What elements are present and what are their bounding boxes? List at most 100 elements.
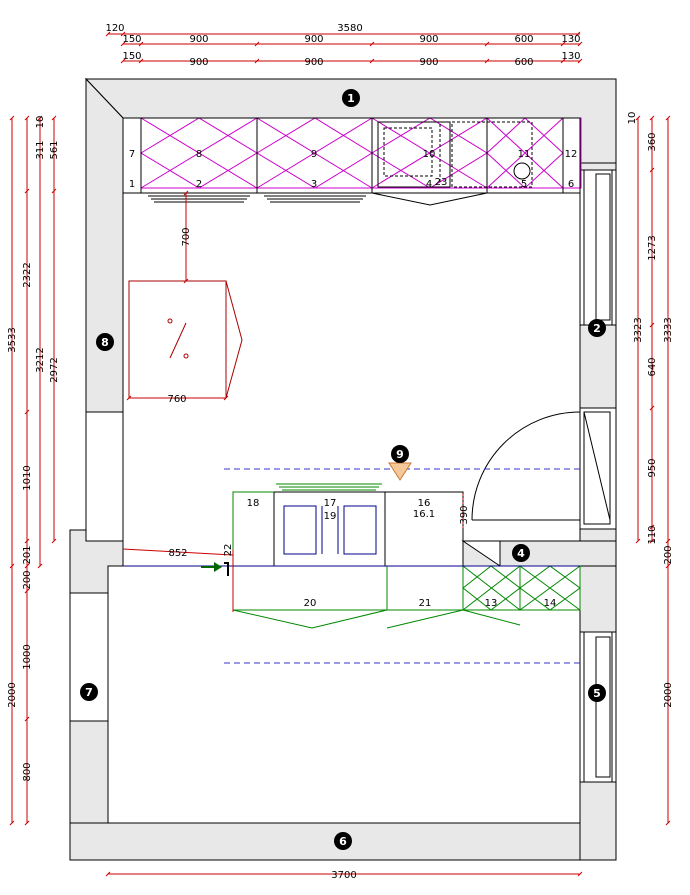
svg-text:900: 900 (304, 57, 323, 68)
sink-area (451, 121, 533, 188)
svg-text:600: 600 (514, 34, 533, 45)
wall-marker-4: 4 (512, 544, 530, 562)
table-extension (225, 280, 243, 399)
door-right-arc (471, 411, 581, 521)
svg-text:2322: 2322 (22, 262, 33, 287)
cabinet-label: 7 (129, 149, 135, 160)
svg-text:2972: 2972 (49, 357, 60, 382)
island-base-swing-21 (386, 609, 521, 629)
svg-text:900: 900 (419, 34, 438, 45)
cabinet-label: 4 (426, 179, 432, 190)
cabinet-label: 20 (304, 598, 317, 609)
dim-top-offset: 120 (105, 23, 124, 34)
oven-1 (283, 505, 317, 555)
wall-marker-2: 2 (588, 319, 606, 337)
svg-text:200: 200 (663, 545, 674, 564)
svg-text:311: 311 (35, 140, 46, 159)
svg-text:900: 900 (189, 34, 208, 45)
wall-left-upper (85, 77, 124, 413)
svg-text:2: 2 (593, 322, 601, 335)
cabinet-label: 11 (518, 149, 531, 160)
wall-marker-5: 5 (588, 684, 606, 702)
island-base-swing-20 (232, 609, 388, 629)
wall-marker-1: 1 (342, 89, 360, 107)
dim-table-width: 760 (167, 394, 186, 405)
svg-text:900: 900 (304, 34, 323, 45)
svg-text:360: 360 (647, 132, 658, 151)
dim-small-390: 390 (459, 505, 470, 524)
cabinet-label: 2 (196, 179, 202, 190)
wall-markers: 1 2 4 5 6 7 8 9 (80, 89, 606, 850)
cabinet-labels: 7 8 9 10 11 12 1 2 3 4 23 5 6 18 17 19 1… (129, 149, 578, 609)
upper-cabinet-row (140, 117, 582, 189)
svg-text:2000: 2000 (663, 682, 674, 707)
cabinet-label: 16.1 (413, 509, 435, 520)
svg-text:201: 201 (22, 545, 33, 564)
window-right-lower (583, 631, 613, 783)
svg-text:900: 900 (189, 57, 208, 68)
wall-right-seg-2 (579, 528, 617, 542)
island-cabinet-14-cross (519, 565, 581, 611)
svg-text:7: 7 (85, 686, 93, 699)
upper-cabinets (140, 117, 582, 189)
cabinet-label: 5 (521, 179, 527, 190)
drawer-lines-2 (148, 195, 250, 203)
svg-text:800: 800 (22, 762, 33, 781)
svg-text:3212: 3212 (35, 347, 46, 372)
svg-text:4: 4 (517, 547, 525, 560)
svg-text:110: 110 (647, 525, 658, 544)
dim-small-22: 22 (223, 544, 234, 557)
cabinet-label: 10 (423, 149, 436, 160)
dim-right-10: 10 (627, 112, 638, 125)
svg-text:130: 130 (561, 34, 580, 45)
window-right-lower-pane (595, 636, 611, 778)
fridge-door-swing (371, 192, 488, 206)
svg-text:3323: 3323 (633, 317, 644, 342)
cabinet-label: 8 (196, 149, 202, 160)
cabinet-label: 16 (418, 498, 431, 509)
svg-text:1273: 1273 (647, 235, 658, 260)
dim-left-3533: 3533 (7, 327, 18, 352)
window-right-upper-pane (595, 173, 611, 321)
svg-text:5: 5 (593, 687, 601, 700)
base-cabinets-top (122, 117, 581, 206)
wall-right-seg-4 (579, 781, 617, 861)
svg-text:9: 9 (396, 448, 404, 461)
oven-2 (343, 505, 377, 555)
door-right-leaf (583, 411, 611, 525)
cabinet-label: 23 (435, 177, 448, 188)
wall-right-window-frame-2 (579, 631, 617, 783)
dim-top-row1: 150 (122, 34, 141, 45)
svg-text:1010: 1010 (22, 465, 33, 490)
wall-right-upper (579, 162, 617, 171)
wall-left-mid (85, 411, 124, 542)
wall-marker-8: 8 (96, 333, 114, 351)
cabinet-label: 17 (324, 498, 337, 509)
svg-text:640: 640 (647, 357, 658, 376)
dim-top-total: 3580 (337, 23, 362, 34)
walls (69, 77, 617, 861)
entry-arrow (201, 562, 229, 576)
dimension-ticks (9, 31, 671, 877)
dimension-lines (9, 31, 671, 877)
dimension-texts: 3580 120 150 900 900 900 600 130 150 900… (7, 23, 674, 881)
svg-text:600: 600 (514, 57, 533, 68)
viewpoint-triangle (388, 462, 412, 481)
dim-top-row2: 150 (122, 51, 141, 62)
wall-left-lower (69, 720, 109, 824)
svg-text:900: 900 (419, 57, 438, 68)
cabinet-label: 1 (129, 179, 135, 190)
svg-text:130: 130 (561, 51, 580, 62)
svg-text:950: 950 (647, 458, 658, 477)
base-cabinet-row (122, 117, 581, 194)
svg-text:8: 8 (101, 336, 109, 349)
wall-right-seg-1 (579, 324, 617, 409)
cabinet-label: 14 (544, 598, 557, 609)
cabinet-label: 6 (568, 179, 574, 190)
island-base (232, 565, 581, 611)
dim-bottom-total: 3700 (331, 870, 356, 881)
sink-bowl (513, 162, 531, 180)
cabinet-label: 18 (247, 498, 260, 509)
svg-text:2000: 2000 (7, 682, 18, 707)
svg-text:200: 200 (22, 570, 33, 589)
